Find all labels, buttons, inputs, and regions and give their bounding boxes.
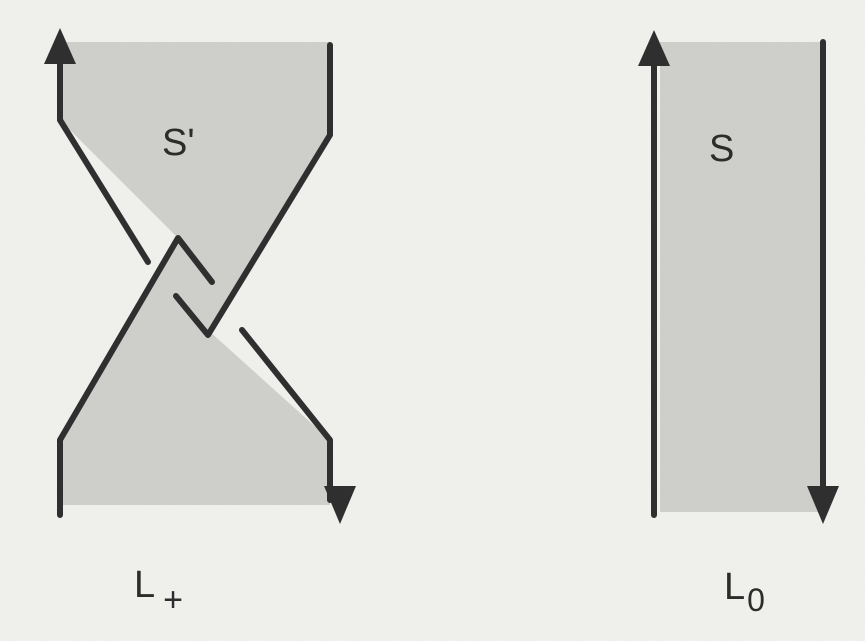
surface-label-s: S [709,128,735,170]
over-strand-continued [239,327,333,503]
link-label-l-plus: L+ [134,564,183,617]
crossing-strands [57,42,333,518]
surface-s [660,42,825,512]
arrow-down-right-icon [807,486,839,524]
under-strand-top [57,52,151,265]
link-label-subscript: 0 [747,582,765,618]
surface-s-prime [60,42,330,505]
resolved-strands [651,39,826,518]
surface-label-s-prime: S' [162,122,195,164]
under-strand [173,42,333,338]
link-label-letter: L [134,564,156,606]
over-strand [57,235,215,518]
link-label-subscript: + [163,581,183,619]
link-label-letter: L [724,566,746,608]
arrow-up-right-icon [638,30,670,66]
link-label-l0: L0 [724,566,765,616]
arrow-up-left-icon [44,28,76,64]
arrow-down-left-icon [324,486,356,524]
